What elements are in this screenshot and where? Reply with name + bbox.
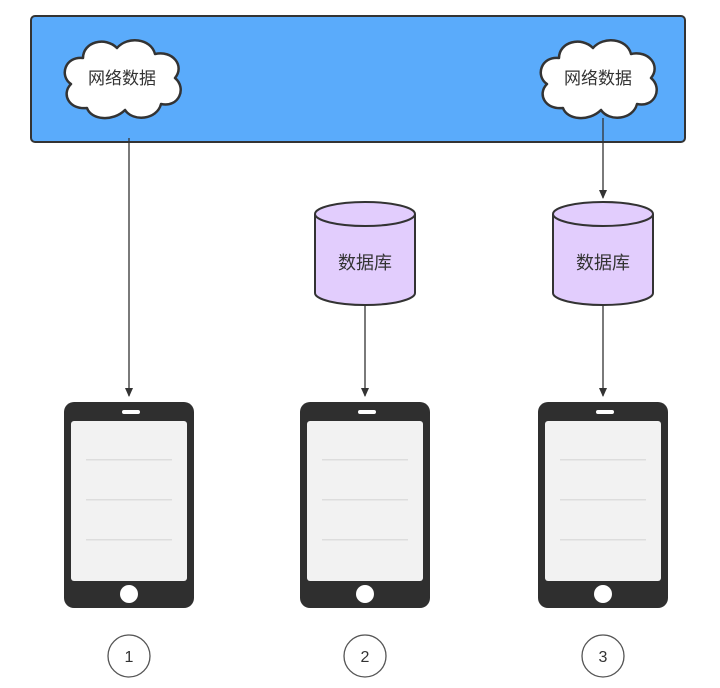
phone-1: [64, 402, 194, 608]
marker-2: 2: [343, 634, 387, 678]
phone-2: [300, 402, 430, 608]
marker-1-label: 1: [125, 649, 134, 666]
database-2: 数据库: [314, 201, 416, 306]
database-3-label: 数据库: [576, 253, 630, 274]
cloud-left-label: 网络数据: [88, 69, 156, 89]
cloud-right-label: 网络数据: [564, 69, 632, 89]
marker-3: 3: [581, 634, 625, 678]
phone-3: [538, 402, 668, 608]
cloud-left: 网络数据: [63, 39, 182, 120]
marker-1: 1: [107, 634, 151, 678]
database-3: 数据库: [552, 201, 654, 306]
database-2-label: 数据库: [338, 253, 392, 274]
network-bar: [30, 15, 686, 143]
cloud-right: 网络数据: [539, 39, 658, 120]
marker-2-label: 2: [361, 649, 370, 666]
marker-3-label: 3: [599, 649, 608, 666]
